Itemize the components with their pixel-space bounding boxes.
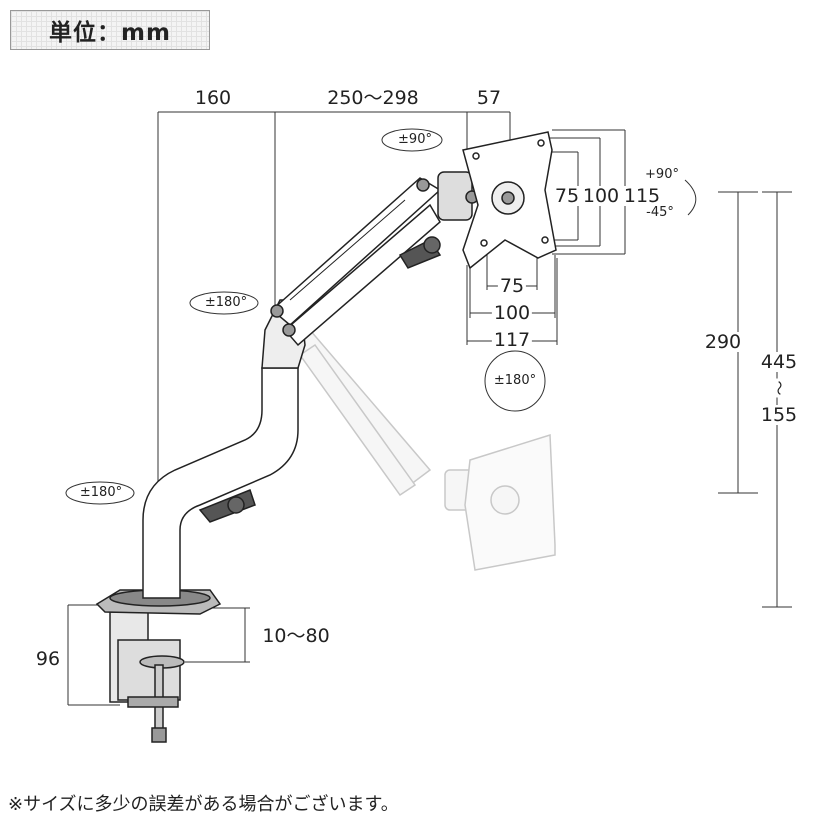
rotation-plate: ±180°: [493, 373, 537, 388]
dim-height-445: 445: [758, 351, 800, 373]
dim-vesa-h-75: 75: [497, 275, 527, 297]
ghost-arm: [288, 329, 556, 571]
rotation-base: ±180°: [79, 485, 123, 500]
dim-vesa-v-75: 75: [552, 185, 582, 207]
dim-desk-10-80: 10～80: [262, 625, 330, 647]
footer-note: ※サイズに多少の誤差がある場合がございます。: [8, 794, 399, 815]
dim-height-155: 155: [758, 404, 800, 426]
rotation-tilt-up: +90°: [645, 167, 679, 182]
dim-vesa-h-100: 100: [491, 302, 533, 324]
dim-arm-height-290: 290: [702, 331, 744, 353]
dim-clamp-96: 96: [33, 648, 63, 670]
rotation-tilt-down: -45°: [646, 205, 674, 220]
monitor-arm: [95, 131, 557, 743]
rotation-swivel-plate: ±90°: [398, 132, 432, 147]
dim-plate-height-115: 115: [621, 185, 663, 207]
dim-250-298: 250～298: [327, 87, 419, 109]
dim-plate-width-117: 117: [491, 329, 533, 351]
dim-vesa-v-100: 100: [580, 185, 622, 207]
dim-height-range-sep: ～: [769, 378, 789, 398]
dim-57: 57: [476, 87, 502, 109]
rotation-elbow: ±180°: [204, 295, 248, 310]
unit-label: 単位：mm: [10, 10, 210, 50]
dim-160: 160: [194, 87, 232, 109]
